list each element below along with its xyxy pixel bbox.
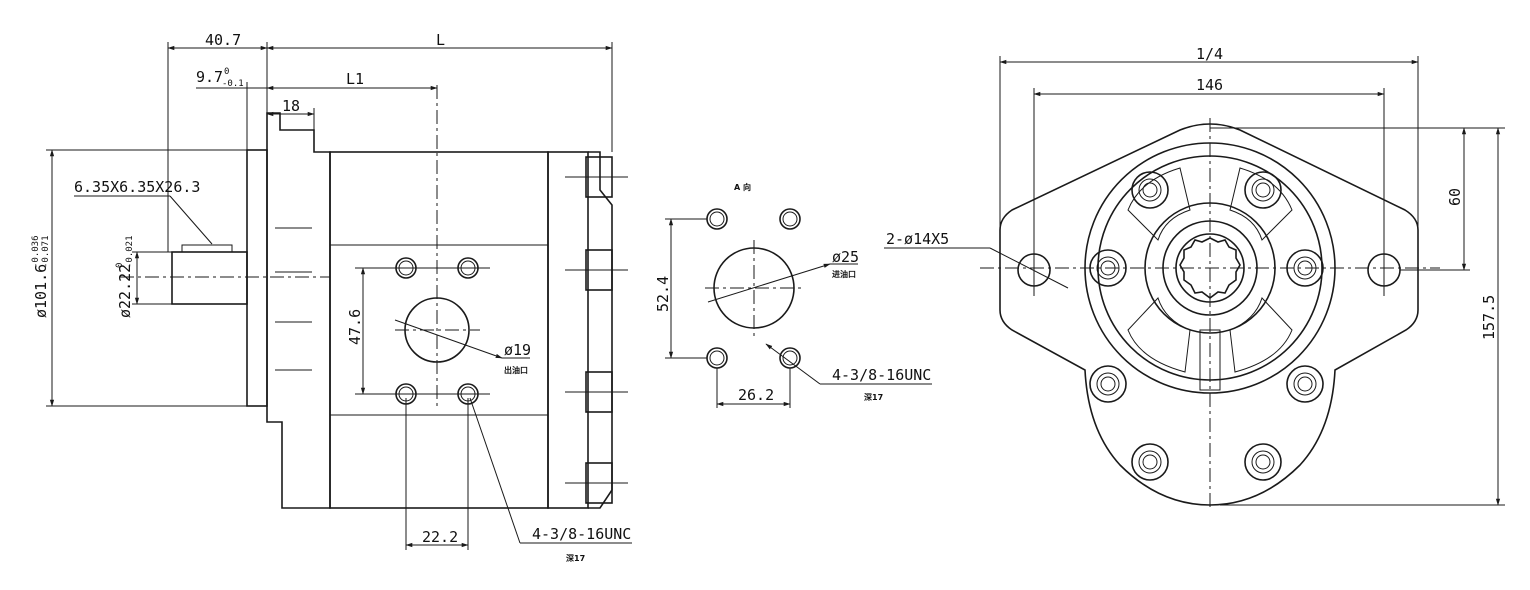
mounting-holes-spec: 2-ø14X5 bbox=[886, 230, 949, 248]
dim-52-4: 52.4 bbox=[654, 276, 672, 312]
dia-shaft-lower-tol: -0.021 bbox=[125, 235, 135, 268]
port-view: A 向 52.4 26.2 ø25 进油口 4-3/8-16UNC 深17 bbox=[654, 182, 932, 408]
dim-9-7-upper-tol: 0 bbox=[224, 67, 229, 77]
dim-47-6: 47.6 bbox=[346, 309, 364, 345]
dim-L1: L1 bbox=[346, 70, 364, 88]
dia-pilot-lower-tol: -0.071 bbox=[41, 235, 51, 268]
inlet-port-note: 进油口 bbox=[832, 269, 856, 279]
key-spec: 6.35X6.35X26.3 bbox=[74, 178, 200, 196]
dim-26-2: 26.2 bbox=[738, 386, 774, 404]
dia-pilot-upper-tol: -0.036 bbox=[31, 235, 41, 268]
dim-174: 1/4 bbox=[1196, 45, 1223, 63]
inlet-thread-note: 深17 bbox=[864, 392, 883, 402]
port-dia: ø19 bbox=[504, 341, 531, 359]
dim-9-7-lower-tol: -0.1 bbox=[222, 79, 244, 89]
shaft bbox=[171, 244, 248, 305]
dia-shaft-upper-tol: 0 bbox=[115, 263, 125, 268]
pilot-flange bbox=[246, 149, 268, 407]
dia-pilot: ø101.6 bbox=[32, 264, 50, 318]
inlet-thread-spec: 4-3/8-16UNC bbox=[832, 366, 931, 384]
dim-60: 60 bbox=[1446, 188, 1464, 206]
dim-22-2: 22.2 bbox=[422, 528, 458, 546]
thread-note: 深17 bbox=[566, 553, 585, 563]
dim-146: 146 bbox=[1196, 76, 1223, 94]
thread-spec: 4-3/8-16UNC bbox=[532, 525, 631, 543]
dia-shaft: ø22.22 bbox=[116, 264, 134, 318]
side-view: 40.7 L 9.7 0 -0.1 L1 18 6.35X6.35X26.3 ø… bbox=[31, 31, 632, 563]
dim-40-7: 40.7 bbox=[205, 31, 241, 49]
body-bolt-holes bbox=[1089, 171, 1324, 481]
inlet-port-dia: ø25 bbox=[832, 248, 859, 266]
mounting-flange bbox=[266, 112, 331, 509]
dim-9-7: 9.7 bbox=[196, 68, 223, 86]
bolt-heads bbox=[565, 156, 628, 504]
dim-18: 18 bbox=[282, 97, 300, 115]
view-title: A 向 bbox=[734, 182, 751, 192]
dim-157-5: 157.5 bbox=[1480, 295, 1498, 340]
front-view: 1/4 146 60 157.5 2-ø14X5 bbox=[884, 45, 1505, 510]
pump-body bbox=[329, 151, 613, 509]
dim-L: L bbox=[436, 31, 445, 49]
flange-outline bbox=[999, 123, 1419, 506]
port-note: 出油口 bbox=[504, 365, 528, 375]
